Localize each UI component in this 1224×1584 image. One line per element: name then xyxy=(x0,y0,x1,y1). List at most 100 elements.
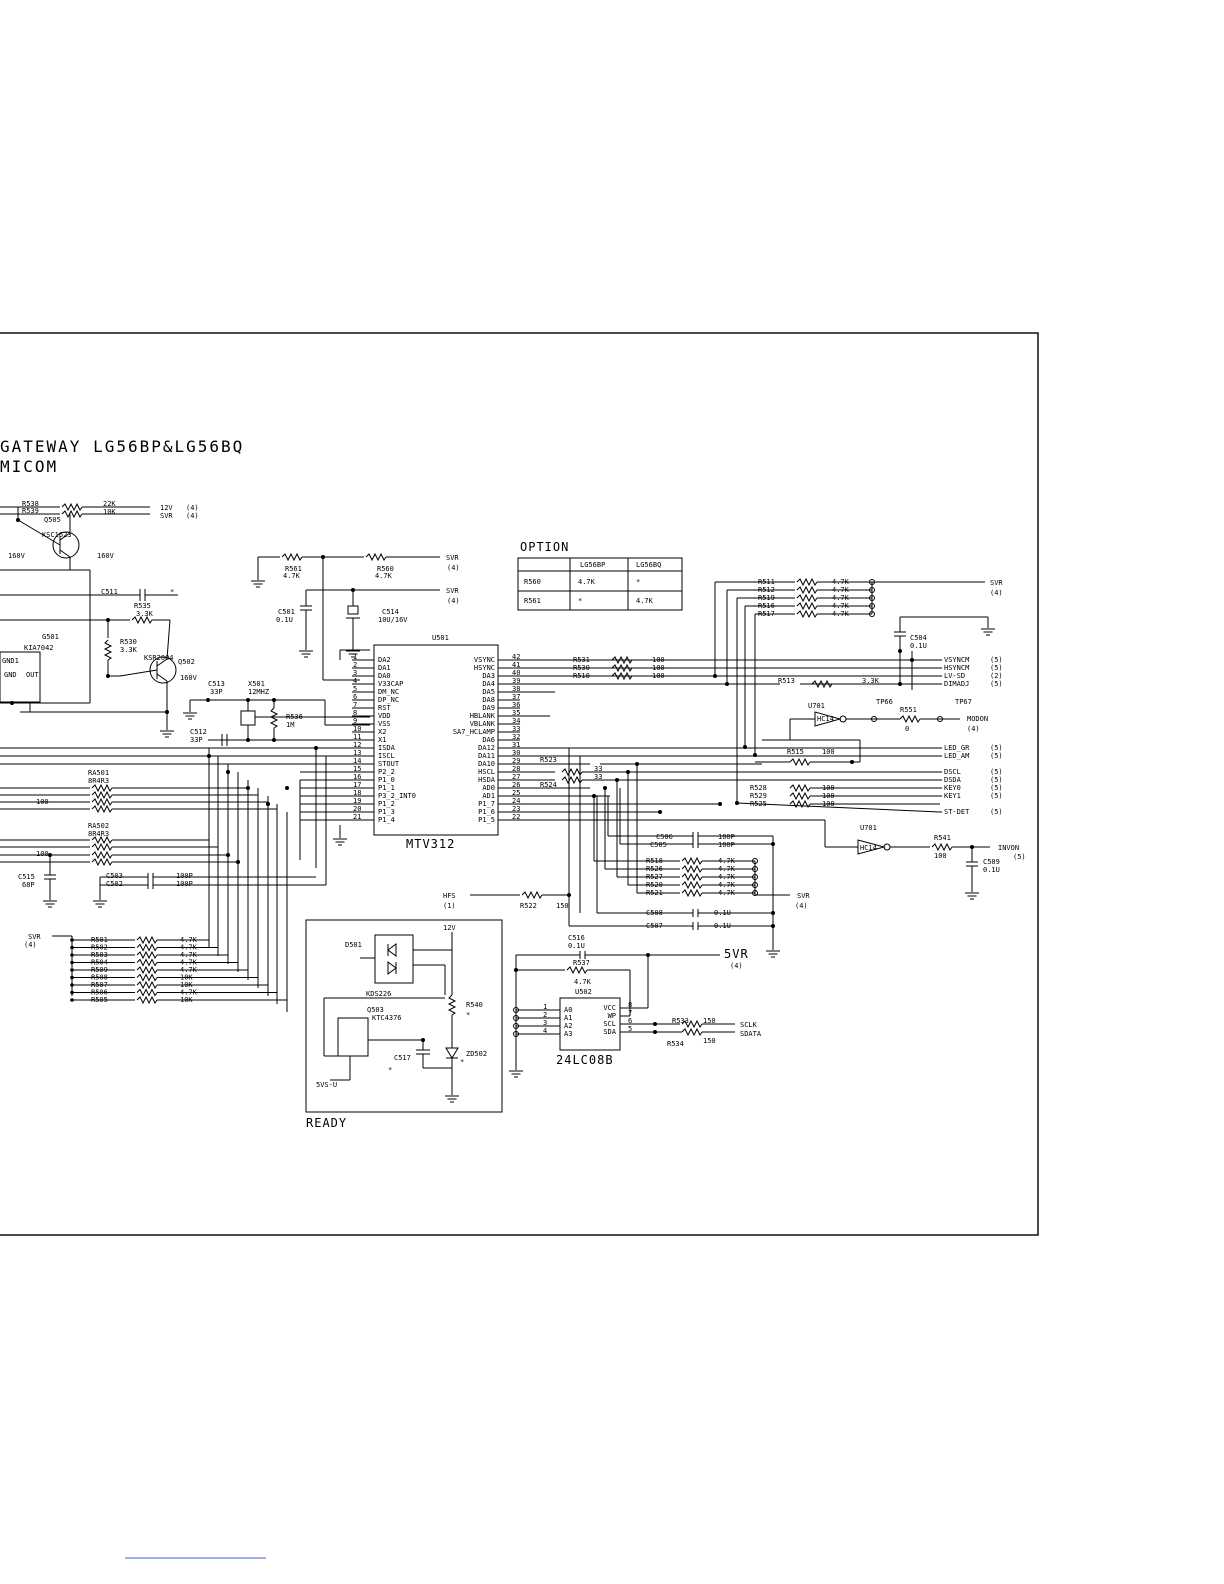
mcu-pin-number: 26 xyxy=(512,781,520,789)
zd502-ref: ZD502 xyxy=(466,1050,487,1058)
mcu-pin-number: 21 xyxy=(353,813,361,821)
series-top-ref: R531 xyxy=(573,656,590,664)
sheet-subtitle: MICOM xyxy=(0,457,58,476)
pullup-left-value: 4.7K xyxy=(180,966,198,974)
r561-ref: R561 xyxy=(285,565,302,573)
r534-ref: R534 xyxy=(667,1040,684,1048)
ready-12v: 12V xyxy=(443,924,456,932)
c509-ref: C509 xyxy=(983,858,1000,866)
c515-value: 68P xyxy=(22,881,35,889)
pullup-left-ref: R505 xyxy=(91,996,108,1004)
pullup-mid-ref: R527 xyxy=(646,873,663,881)
tp67-label: TP67 xyxy=(955,698,972,706)
inverter-modon: U701 HC14 R551 0 TP66 TP67 MODON (4) xyxy=(789,698,988,740)
caps-c502-c503: C503 C502 100P 100P xyxy=(92,872,326,908)
mcu-pin-name: P1_5 xyxy=(478,816,495,824)
r536-value: 1M xyxy=(286,721,294,729)
r539-ref: R539 xyxy=(22,507,39,515)
c514-value: 10U/16V xyxy=(378,616,408,624)
mcu-pin-number: 28 xyxy=(512,765,520,773)
option-row1-ref: R560 xyxy=(524,578,541,586)
mcu-pin-number: 13 xyxy=(353,749,361,757)
ra502-value: 8R4R3 xyxy=(88,830,109,838)
c504-value: 0.1U xyxy=(910,642,927,650)
mcu-pin-number: 30 xyxy=(512,749,520,757)
eeprom-pin-number: 6 xyxy=(628,1017,632,1025)
eeprom-pin-number: 1 xyxy=(543,1003,547,1011)
c516-ref: C516 xyxy=(568,934,585,942)
modon-label: MODON xyxy=(967,715,988,723)
mcu-pin-name: P1_4 xyxy=(378,816,395,824)
ready-label: READY xyxy=(306,1116,347,1130)
g501-pin-gnd: GND xyxy=(4,671,17,679)
net-12v: 12V xyxy=(160,504,173,512)
sdata-label: SDATA xyxy=(740,1030,762,1038)
crystal-section: C513 33P X501 12MHZ R536 1M C512 33P xyxy=(182,680,370,746)
u701b-part: HC14 xyxy=(860,844,877,852)
mcu-pin-name: HSCL xyxy=(478,768,495,776)
output-net-page: (5) xyxy=(990,776,1003,784)
r523-value: 33 xyxy=(594,765,602,773)
mcu-pin-number: 1 xyxy=(353,653,357,661)
output-net-page: (5) xyxy=(990,784,1003,792)
reset-ic-g501: G501 KIA7042 GND1 GND OUT xyxy=(0,633,59,712)
series-top-ref: R510 xyxy=(573,672,590,680)
pullup-mid-value: 4.7K xyxy=(718,857,736,865)
c514-ref: C514 xyxy=(382,608,399,616)
mcu-pin-number: 23 xyxy=(512,805,520,813)
output-net-name: HSYNCM xyxy=(944,664,969,672)
r560-value: 4.7K xyxy=(375,572,393,580)
hfs-page: (1) xyxy=(443,902,456,910)
mcu-pin-name: HBLANK xyxy=(470,712,496,720)
invon-page: (5) xyxy=(1013,853,1026,861)
r513-ref: R513 xyxy=(778,677,795,685)
mcu-pin-number: 4 xyxy=(353,677,357,685)
r561-value: 4.7K xyxy=(283,572,301,580)
q505-part: KSC1623 xyxy=(42,531,72,539)
mcu-pin-name: DA12 xyxy=(478,744,495,752)
x501-value: 12MHZ xyxy=(248,688,269,696)
option-header-bp: LG56BP xyxy=(580,561,605,569)
pullup-top-ref: R516 xyxy=(758,602,775,610)
r551-value: 0 xyxy=(905,725,909,733)
option-table: OPTION LG56BP LG56BQ R560 4.7K * R561 * … xyxy=(517,540,683,611)
eeprom-pin-number: 5 xyxy=(628,1025,632,1033)
mcu-pin-name: DM_NC xyxy=(378,688,399,696)
mcu-pin-number: 25 xyxy=(512,789,520,797)
eeprom-pin-name: SDA xyxy=(603,1028,616,1036)
q503-part: KTC4376 xyxy=(372,1014,402,1022)
mcu-pin-name: DA4 xyxy=(482,680,495,688)
mcu-pin-name: ISCL xyxy=(378,752,395,760)
r534-value: 150 xyxy=(703,1037,716,1045)
mcu-pin-name: P1_1 xyxy=(378,784,395,792)
option-row2-bp: * xyxy=(578,597,582,605)
eeprom-pin-name: SCL xyxy=(603,1020,616,1028)
resistor-arrays: RA501 8R4R3 100 RA502 8R4R3 100 xyxy=(0,769,277,908)
transistor-q505: Q505 KSC1623 160V 160V xyxy=(0,514,115,704)
g501-pin-out: OUT xyxy=(26,671,39,679)
r524-value: 33 xyxy=(594,773,602,781)
mcu-pin-number: 35 xyxy=(512,709,520,717)
output-net-page: (5) xyxy=(990,656,1003,664)
zd502-star: * xyxy=(460,1058,464,1066)
r523-ref: R523 xyxy=(540,756,557,764)
mcu-pin-number: 22 xyxy=(512,813,520,821)
output-net-name: LV-SD xyxy=(944,672,965,680)
d501-ref: D501 xyxy=(345,941,362,949)
mcu-pin-name: AD0 xyxy=(482,784,495,792)
net-svr-3-page: (4) xyxy=(447,597,460,605)
u701b-ref: U701 xyxy=(860,824,877,832)
net-svr-2-page: (4) xyxy=(447,564,460,572)
mcu-pin-name: X2 xyxy=(378,728,386,736)
pullup-mid-ref: R520 xyxy=(646,881,663,889)
eeprom-pin-name: A1 xyxy=(564,1014,572,1022)
c513-ref: C513 xyxy=(208,680,225,688)
d501-part: KDS226 xyxy=(366,990,391,998)
sclk-label: SCLK xyxy=(740,1021,758,1029)
eeprom-pin-name: VCC xyxy=(603,1004,616,1012)
r100-b: 100 xyxy=(36,850,49,858)
pullup-top-ref: R519 xyxy=(758,594,775,602)
c501-ref: C501 xyxy=(278,608,295,616)
